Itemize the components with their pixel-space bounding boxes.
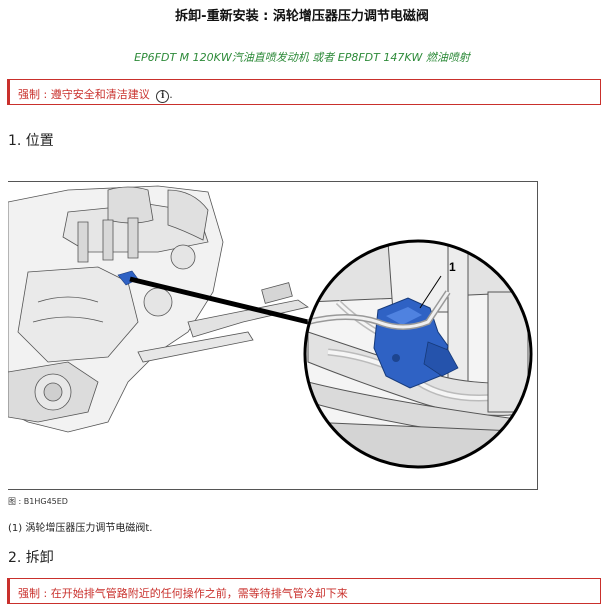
section-heading-location: 1. 位置: [8, 133, 54, 149]
engine-figure: 1: [8, 181, 538, 490]
page-title: 拆卸-重新安装 : 涡轮增压器压力调节电磁阀: [175, 9, 429, 24]
warning-suffix: .: [169, 88, 173, 101]
section-heading-removal: 2. 拆卸: [8, 550, 54, 566]
figure-caption: 图 : B1HG45ED: [8, 497, 68, 506]
engine-illustration: 1: [8, 185, 533, 469]
engine-subtitle: EP6FDT M 120KW汽油直喷发动机 或者 EP8FDT 147KW 燃油…: [134, 51, 470, 64]
callout-number: 1: [449, 260, 456, 274]
safety-warning-text: 强制 : 遵守安全和清洁建议: [18, 88, 150, 101]
exhaust-warning-text: 强制 : 在开始排气管路附近的任何操作之前，需等待排气管冷却下来: [18, 587, 348, 600]
exhaust-warning-box: 强制 : 在开始排气管路附近的任何操作之前，需等待排气管冷却下来: [7, 578, 601, 604]
safety-warning-box: 强制 : 遵守安全和清洁建议 i.: [7, 79, 601, 105]
figure-legend: (1) 涡轮增压器压力调节电磁阀t.: [8, 523, 153, 534]
info-icon[interactable]: i: [156, 90, 170, 103]
